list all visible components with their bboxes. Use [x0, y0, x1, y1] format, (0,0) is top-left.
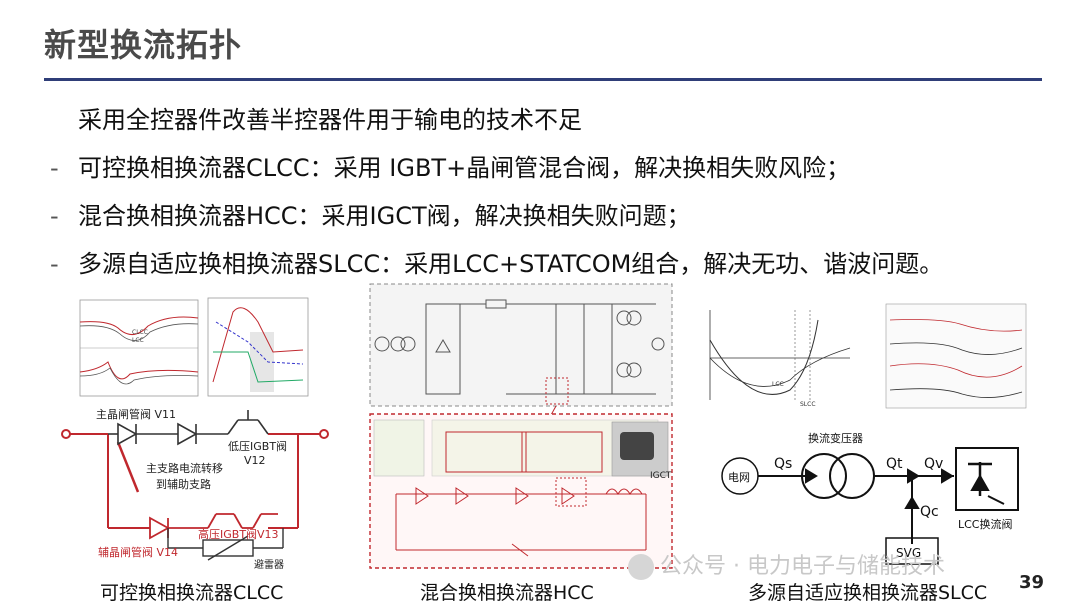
bullet-text: 可控换相换流器CLCC：采用 IGBT+晶闸管混合阀，解决换相失败风险；	[78, 154, 851, 182]
bullet-dash: -	[50, 202, 59, 230]
watermark: 公众号 · 电力电子与储能技术	[628, 548, 945, 580]
hcc-converter-diagram	[374, 299, 665, 405]
igct-label: IGCT	[650, 471, 672, 481]
page-number: 39	[1018, 572, 1044, 593]
grid-label: 电网	[728, 471, 750, 484]
bullet-clcc: -可控换相换流器CLCC：采用 IGBT+晶闸管混合阀，解决换相失败风险；	[50, 148, 850, 183]
watermark-text: 公众号 · 电力电子与储能技术	[660, 554, 945, 579]
transformer-label: 换流变压器	[808, 431, 863, 445]
main-thyristor-label: 主晶闸管阀 V11	[96, 407, 176, 421]
slcc-circuit	[721, 447, 1019, 565]
bullet-dash: -	[50, 250, 59, 278]
bullet-hcc: -混合换相换流器HCC：采用IGCT阀，解决换相失败问题；	[50, 196, 691, 231]
transfer-label: 主支路电流转移	[146, 461, 223, 475]
slcc-figure: LCC SLCC 电网 换流变压器 Qs Qt Qv Qc SVG LCC换流阀	[709, 303, 1027, 565]
transfer-label-2: 到辅助支路	[156, 477, 211, 491]
aux-thyristor-label: 辅晶闸管阀 V14	[98, 545, 178, 559]
intro-text: 采用全控器件改善半控器件用于输电的技术不足	[78, 106, 582, 134]
bullet-text: 多源自适应换相换流器SLCC：采用LCC+STATCOM组合，解决无功、谐波问题…	[78, 250, 944, 278]
qt-label: Qt	[886, 456, 903, 472]
slide-title: 新型换流拓扑	[44, 26, 243, 64]
qs-label: Qs	[774, 456, 792, 472]
wechat-icon	[628, 554, 654, 580]
plot-a-series-label: CLCC	[132, 329, 148, 336]
slcc-plot-a: LCC SLCC	[709, 310, 851, 408]
bullet-slcc: -多源自适应换相换流器SLCC：采用LCC+STATCOM组合，解决无功、谐波问…	[50, 244, 943, 279]
main-thyristor-valve	[108, 410, 269, 446]
hcc-caption: 混合换相换流器HCC	[420, 582, 594, 604]
arrester-label: 避雷器	[254, 558, 284, 570]
clcc-circuit	[61, 429, 329, 529]
clcc-caption: 可控换相换流器CLCC	[100, 582, 284, 604]
qc-label: Qc	[920, 504, 939, 520]
low-igbt-id: V12	[244, 454, 266, 467]
hcc-figure: IGCT	[369, 283, 673, 569]
aux-thyristor-valve	[149, 513, 278, 540]
arrester-symbol	[167, 528, 284, 561]
svg-label: SVG	[896, 546, 921, 560]
plot-slcc-label: SLCC	[800, 401, 816, 408]
low-igbt-label: 低压IGBT阀	[228, 439, 287, 453]
plot-lcc-label: LCC	[772, 381, 784, 388]
plot-a-series-label-2: LCC	[132, 337, 144, 344]
slcc-caption: 多源自适应换相换流器SLCC	[748, 582, 988, 604]
hcc-igct-valve-diagram	[395, 431, 647, 557]
clcc-plot-a: CLCC LCC	[79, 299, 199, 397]
clcc-plot-b	[207, 297, 309, 397]
clcc-figure: CLCC LCC	[61, 297, 329, 570]
slcc-plot-b	[885, 303, 1027, 409]
bullet-text: 混合换相换流器HCC：采用IGCT阀，解决换相失败问题；	[78, 202, 691, 230]
qv-label: Qv	[924, 456, 943, 472]
bullet-dash: -	[50, 154, 59, 182]
title-divider	[44, 78, 1042, 81]
high-igbt-label: 高压IGBT阀V13	[198, 527, 279, 541]
lcc-valve-label: LCC换流阀	[958, 517, 1013, 531]
